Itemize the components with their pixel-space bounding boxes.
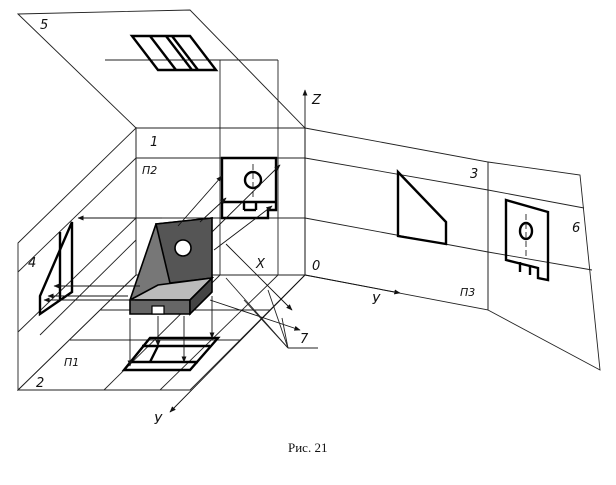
isometric-part <box>128 217 215 316</box>
left-view-on-plane-4 <box>38 221 74 317</box>
plane-4-left <box>17 126 137 392</box>
labels: 5 1 3 4 6 2 7 П2 П3 П1 Z X У У 0 <box>28 18 580 428</box>
y-axis-right <box>304 274 401 295</box>
projection-arrows <box>43 164 301 367</box>
label-axis-z: Z <box>311 93 322 108</box>
figure-caption: Рис. 21 <box>288 440 327 455</box>
plane-3-right <box>304 127 489 311</box>
label-origin: 0 <box>312 259 320 274</box>
label-axis-x: X <box>255 257 266 272</box>
label-axis-y-down: У <box>154 413 163 428</box>
label-1: 1 <box>150 135 158 150</box>
label-pi1: П1 <box>64 356 79 369</box>
label-pi3: П3 <box>460 286 475 299</box>
label-axis-y-right: У <box>372 293 381 308</box>
callout-7-leaders <box>225 277 318 349</box>
plane-6-rear <box>487 161 601 371</box>
right-view-on-plane-3 <box>396 169 448 246</box>
y-axis-down <box>169 274 306 413</box>
label-pi2: П2 <box>142 164 157 177</box>
label-2: 2 <box>36 376 44 391</box>
bottom-view-on-plane-2 <box>121 336 221 372</box>
rear-view-on-plane-6 <box>504 198 550 282</box>
axes <box>169 89 401 413</box>
label-6: 6 <box>572 221 580 236</box>
label-5: 5 <box>40 18 48 33</box>
plane-5-top <box>16 9 307 129</box>
label-3: 3 <box>470 167 478 182</box>
label-4: 4 <box>28 256 36 271</box>
label-7: 7 <box>300 332 309 347</box>
top-view-on-plane-5 <box>129 34 219 72</box>
